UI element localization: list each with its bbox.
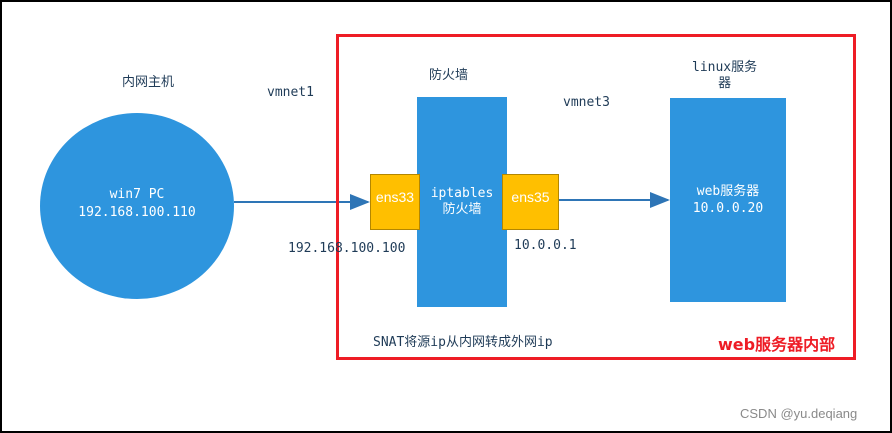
server-node bbox=[670, 98, 786, 302]
firewall-heading: 防火墙 bbox=[429, 68, 469, 83]
firewall-node-text: iptables 防火墙 bbox=[417, 186, 507, 218]
firewall-software: iptables bbox=[430, 186, 494, 201]
web-server-internal-region bbox=[336, 34, 856, 360]
network-right-label: vmnet3 bbox=[563, 95, 610, 110]
interface-ens33: ens33 bbox=[370, 174, 420, 230]
interface-ens35: ens35 bbox=[502, 174, 559, 230]
host-heading: 内网主机 bbox=[122, 75, 175, 90]
firewall-label: 防火墙 bbox=[442, 202, 482, 217]
firewall-node bbox=[417, 97, 507, 307]
server-node-text: web服务器 10.0.0.20 bbox=[670, 183, 786, 217]
server-role: web服务器 bbox=[696, 184, 760, 199]
region-caption: web服务器内部 bbox=[718, 335, 836, 354]
server-heading: linux服务 器 bbox=[692, 60, 757, 92]
server-heading-line-1: linux服务 bbox=[692, 60, 758, 75]
ip-outer-label: 10.0.0.1 bbox=[514, 238, 577, 253]
server-heading-line-2: 器 bbox=[718, 76, 732, 91]
host-node-text: win7 PC 192.168.100.110 bbox=[40, 186, 234, 222]
host-ip: 192.168.100.110 bbox=[78, 205, 196, 220]
watermark: CSDN @yu.deqiang bbox=[740, 406, 858, 421]
server-ip: 10.0.0.20 bbox=[692, 201, 764, 216]
host-node bbox=[40, 113, 234, 299]
network-left-label: vmnet1 bbox=[267, 85, 314, 100]
snat-note: SNAT将源ip从内网转成外网ip bbox=[373, 335, 553, 350]
host-name: win7 PC bbox=[109, 187, 165, 202]
ip-inner-label: 192.168.100.100 bbox=[288, 241, 406, 256]
